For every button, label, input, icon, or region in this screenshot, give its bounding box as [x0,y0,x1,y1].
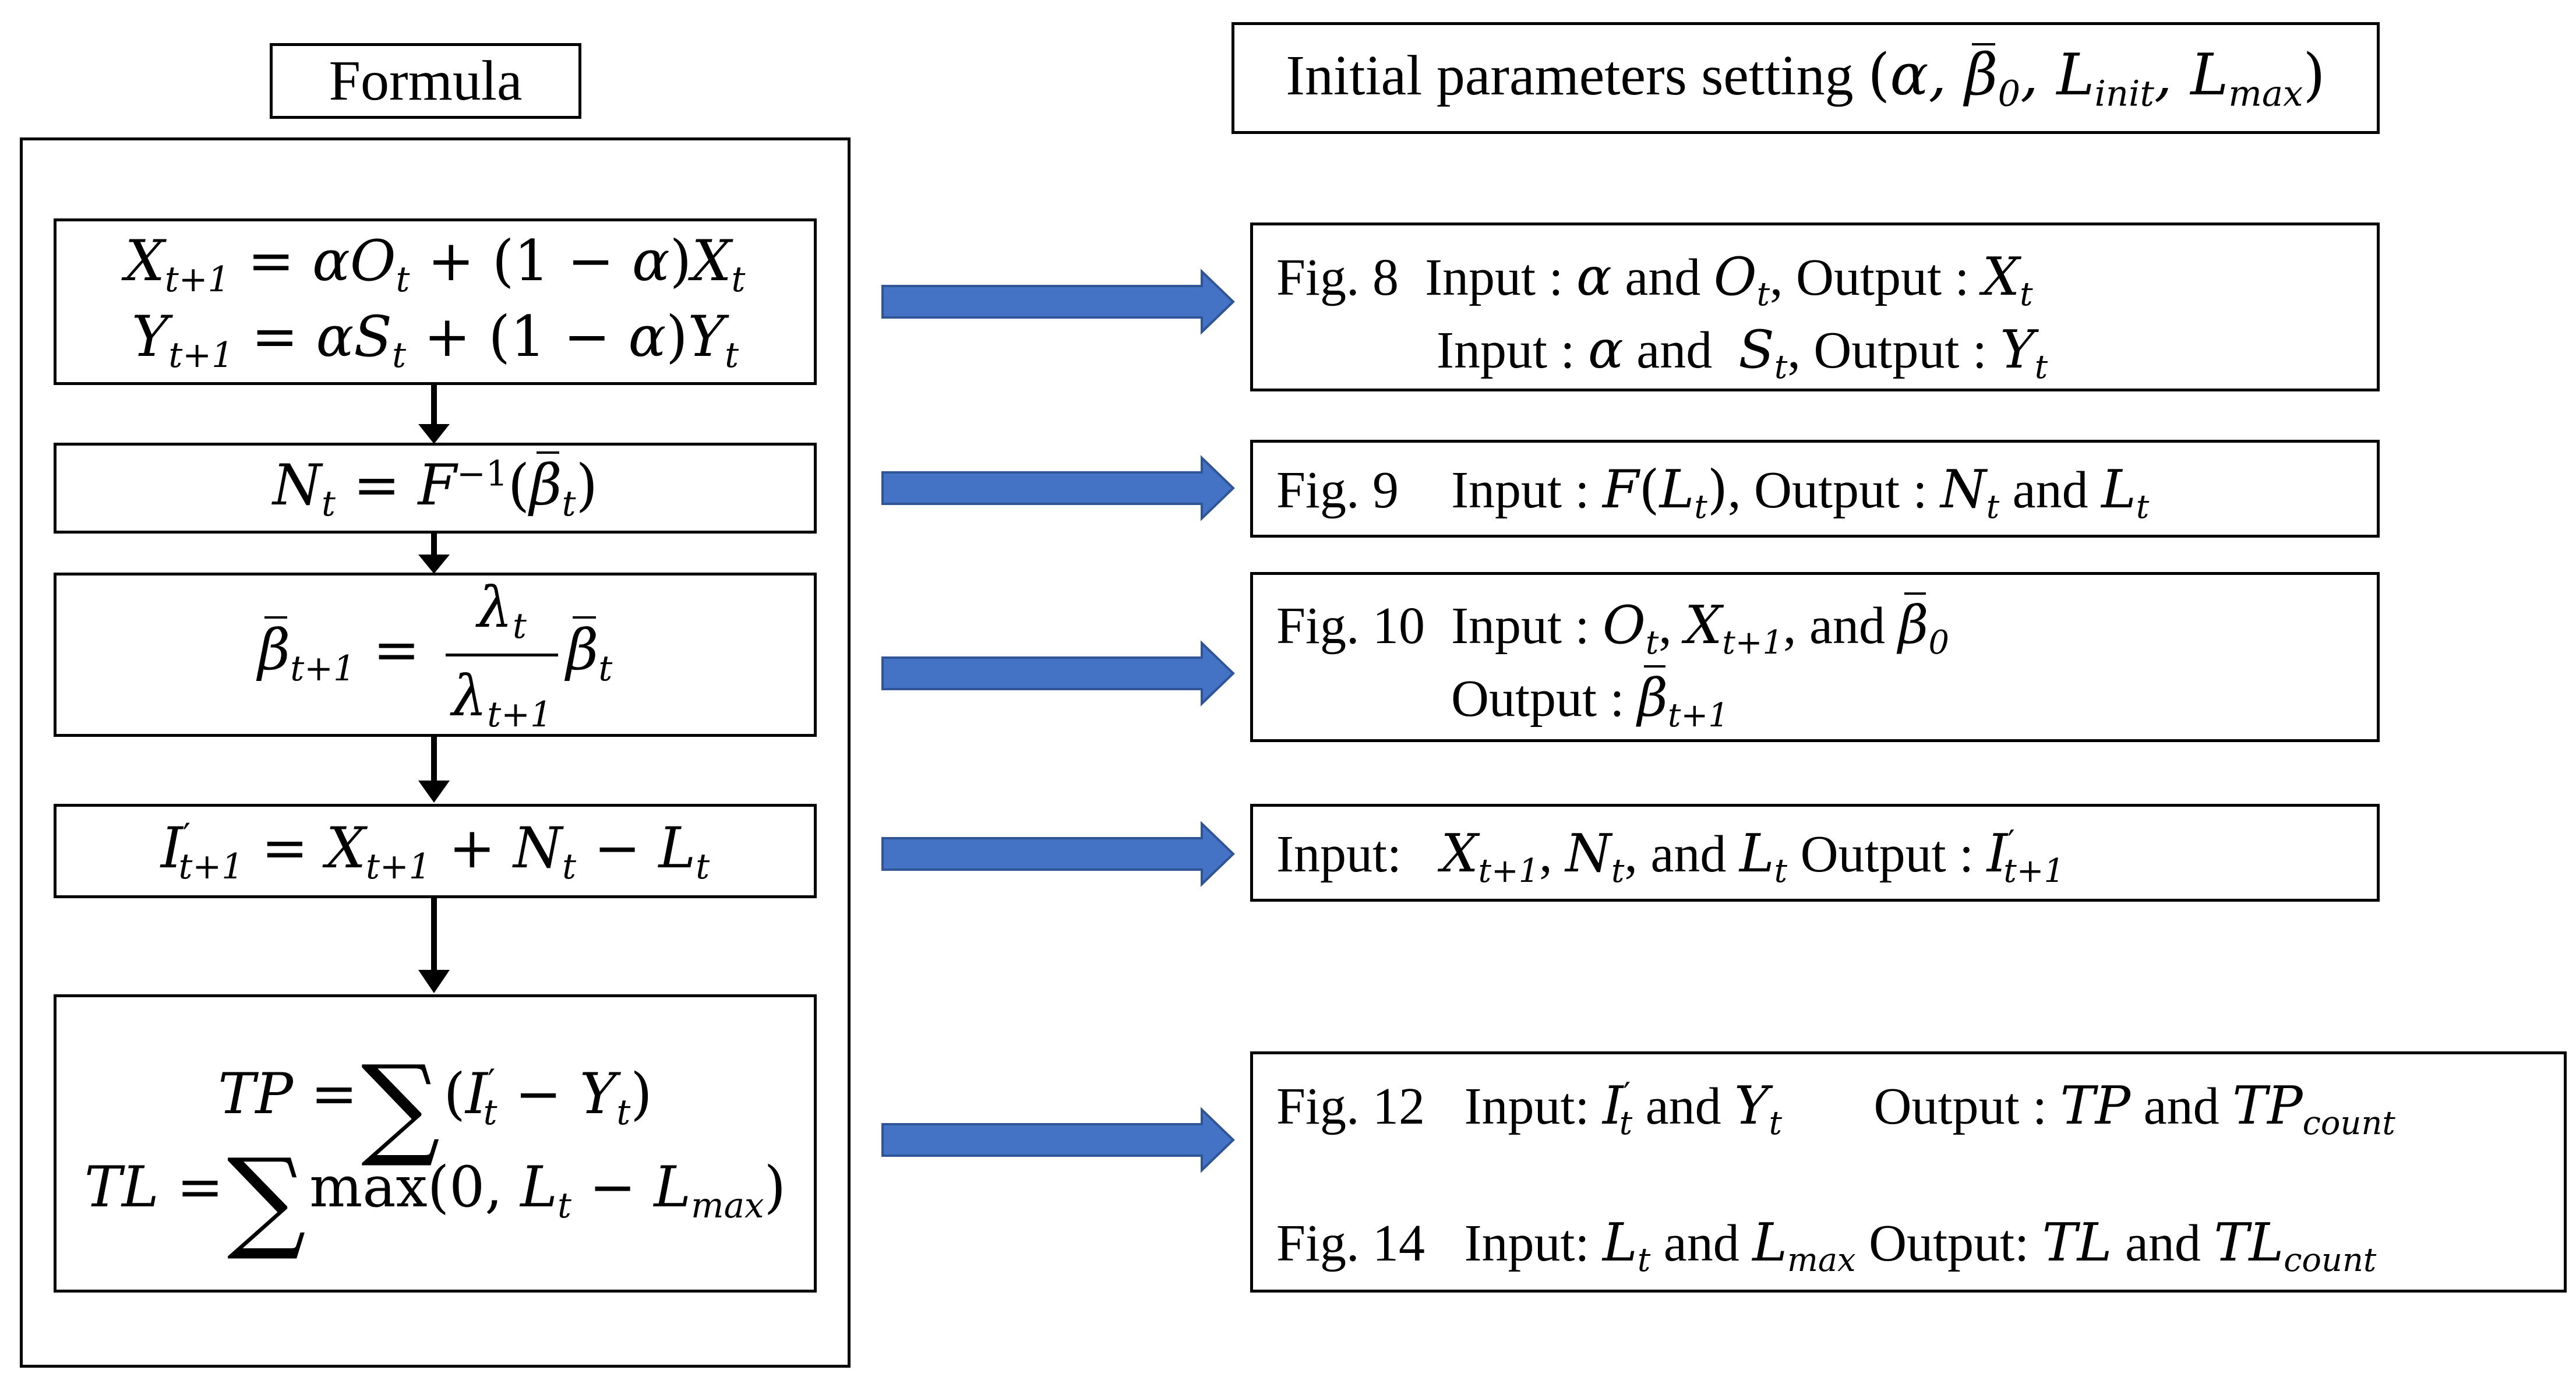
formula-box-inventory: I′t+1 = Xt+1 + Nt − Lt [54,804,817,898]
formula-box-totals: TP =∑(I′t − Yt) TL =∑max(0, Lt − Lmax) [54,994,817,1293]
formula-n-inverse: Nt = F−1(βt) [273,450,598,526]
init-params-label: Initial parameters setting [1286,44,1868,107]
desc-fig12-line: Fig. 12 Input: I′t and Yt Output : TP an… [1276,1075,2395,1142]
desc-fig8-line2: Input : α and St, Output : Yt [1437,319,2048,387]
formula-beta-update: βt+1 = λt λt+1 βt [258,573,613,737]
formula-x-update: Xt+1 = αOt + (1 − α)Xt [125,228,746,300]
desc-box-fig8: Fig. 8 Input : α and Ot, Output : Xt Inp… [1250,223,2380,391]
formula-box-ewma: Xt+1 = αOt + (1 − α)Xt Yt+1 = αSt + (1 −… [54,218,817,385]
desc-fig10-line1: Fig. 10 Input : Ot, Xt+1, and β0 [1276,591,2377,664]
init-params-box: Initial parameters setting (α, β0, Linit… [1231,22,2380,134]
desc-box-inventory: Input: Xt+1, Nt, and Lt Output : I′t+1 [1250,804,2380,902]
init-params-text: Initial parameters setting (α, β0, Linit… [1286,41,2326,115]
desc-fig12-label: Fig. 12 [1276,1078,1425,1135]
formula-title: Formula [329,50,523,112]
desc-fig10-line2: Output : βt+1 [1276,664,2377,737]
flow-arrows [418,384,450,993]
desc-fig8-label: Fig. 8 [1276,249,1399,306]
desc-box-fig9: Fig. 9 Input : F(Lt), Output : Nt and Lt [1250,440,2380,538]
desc-fig9-label: Fig. 9 [1276,461,1399,519]
formula-panel [20,137,851,1368]
block-arrow-3 [881,640,1235,707]
desc-fig14-line: Fig. 14 Input: Lt and Lmax Output: TL an… [1276,1212,2377,1280]
flow-arrowhead-1-2 [418,424,450,444]
flow-arrowhead-2-3 [418,555,450,574]
lambda-fraction: λt λt+1 [446,573,558,737]
desc-fig9-line: Fig. 9 Input : F(Lt), Output : Nt and Lt [1276,459,2150,526]
flow-arrowhead-3-4 [418,781,450,803]
desc-fig14-label: Fig. 14 [1276,1214,1425,1273]
formula-box-beta: βt+1 = λt λt+1 βt [54,573,817,737]
block-arrow-4 [881,821,1235,887]
formula-y-update: Yt+1 = αSt + (1 − α)Yt [131,304,739,376]
desc-box-fig12-14: Fig. 12 Input: I′t and Yt Output : TP an… [1250,1051,2567,1293]
block-arrow-1 [881,269,1235,335]
formula-i-prime: I′t+1 = Xt+1 + Nt − Lt [160,815,710,887]
desc-box-fig10: Fig. 10 Input : Ot, Xt+1, and β0 Output … [1250,572,2380,742]
block-arrow-2 [881,455,1235,521]
desc-fig10-label: Fig. 10 [1276,597,1425,655]
block-arrow-5 [881,1107,1235,1173]
formula-tl: TL =∑max(0, Lt − Lmax) [84,1135,786,1264]
formula-tp: TP =∑(I′t − Yt) [218,1041,652,1170]
desc-inventory-line: Input: Xt+1, Nt, and Lt Output : I′t+1 [1276,823,2065,890]
flow-arrowhead-4-5 [418,970,450,993]
mapping-arrows [881,269,1235,1173]
desc-fig8-line1: Fig. 8 Input : α and Ot, Output : Xt [1276,246,2033,313]
formula-box-inverse: Nt = F−1(βt) [54,443,817,534]
formula-title-box: Formula [270,43,581,119]
